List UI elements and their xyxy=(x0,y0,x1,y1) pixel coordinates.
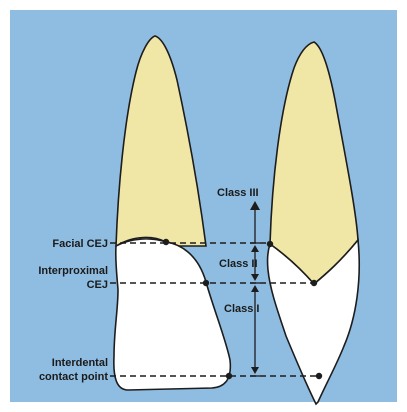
right-tooth-facial-dot xyxy=(267,241,273,247)
interdental-contact-dot-right xyxy=(316,373,322,379)
interproximal-cej-label-line1: Interproximal xyxy=(38,265,108,277)
right-tooth-interproximal-dot xyxy=(311,280,317,286)
interdental-contact-label-line2: contact point xyxy=(39,371,108,383)
class-ii-label: Class II xyxy=(219,258,258,270)
interdental-contact-label-line1: Interdental xyxy=(52,357,108,369)
interdental-contact-dot-left xyxy=(226,373,232,379)
interproximal-cej-dot xyxy=(203,280,209,286)
facial-cej-dot xyxy=(163,239,169,245)
interproximal-cej-label-line2: CEJ xyxy=(87,279,108,291)
class-i-label: Class I xyxy=(224,303,259,315)
facial-cej-label: Facial CEJ xyxy=(52,238,108,250)
class-iii-label: Class III xyxy=(217,187,259,199)
